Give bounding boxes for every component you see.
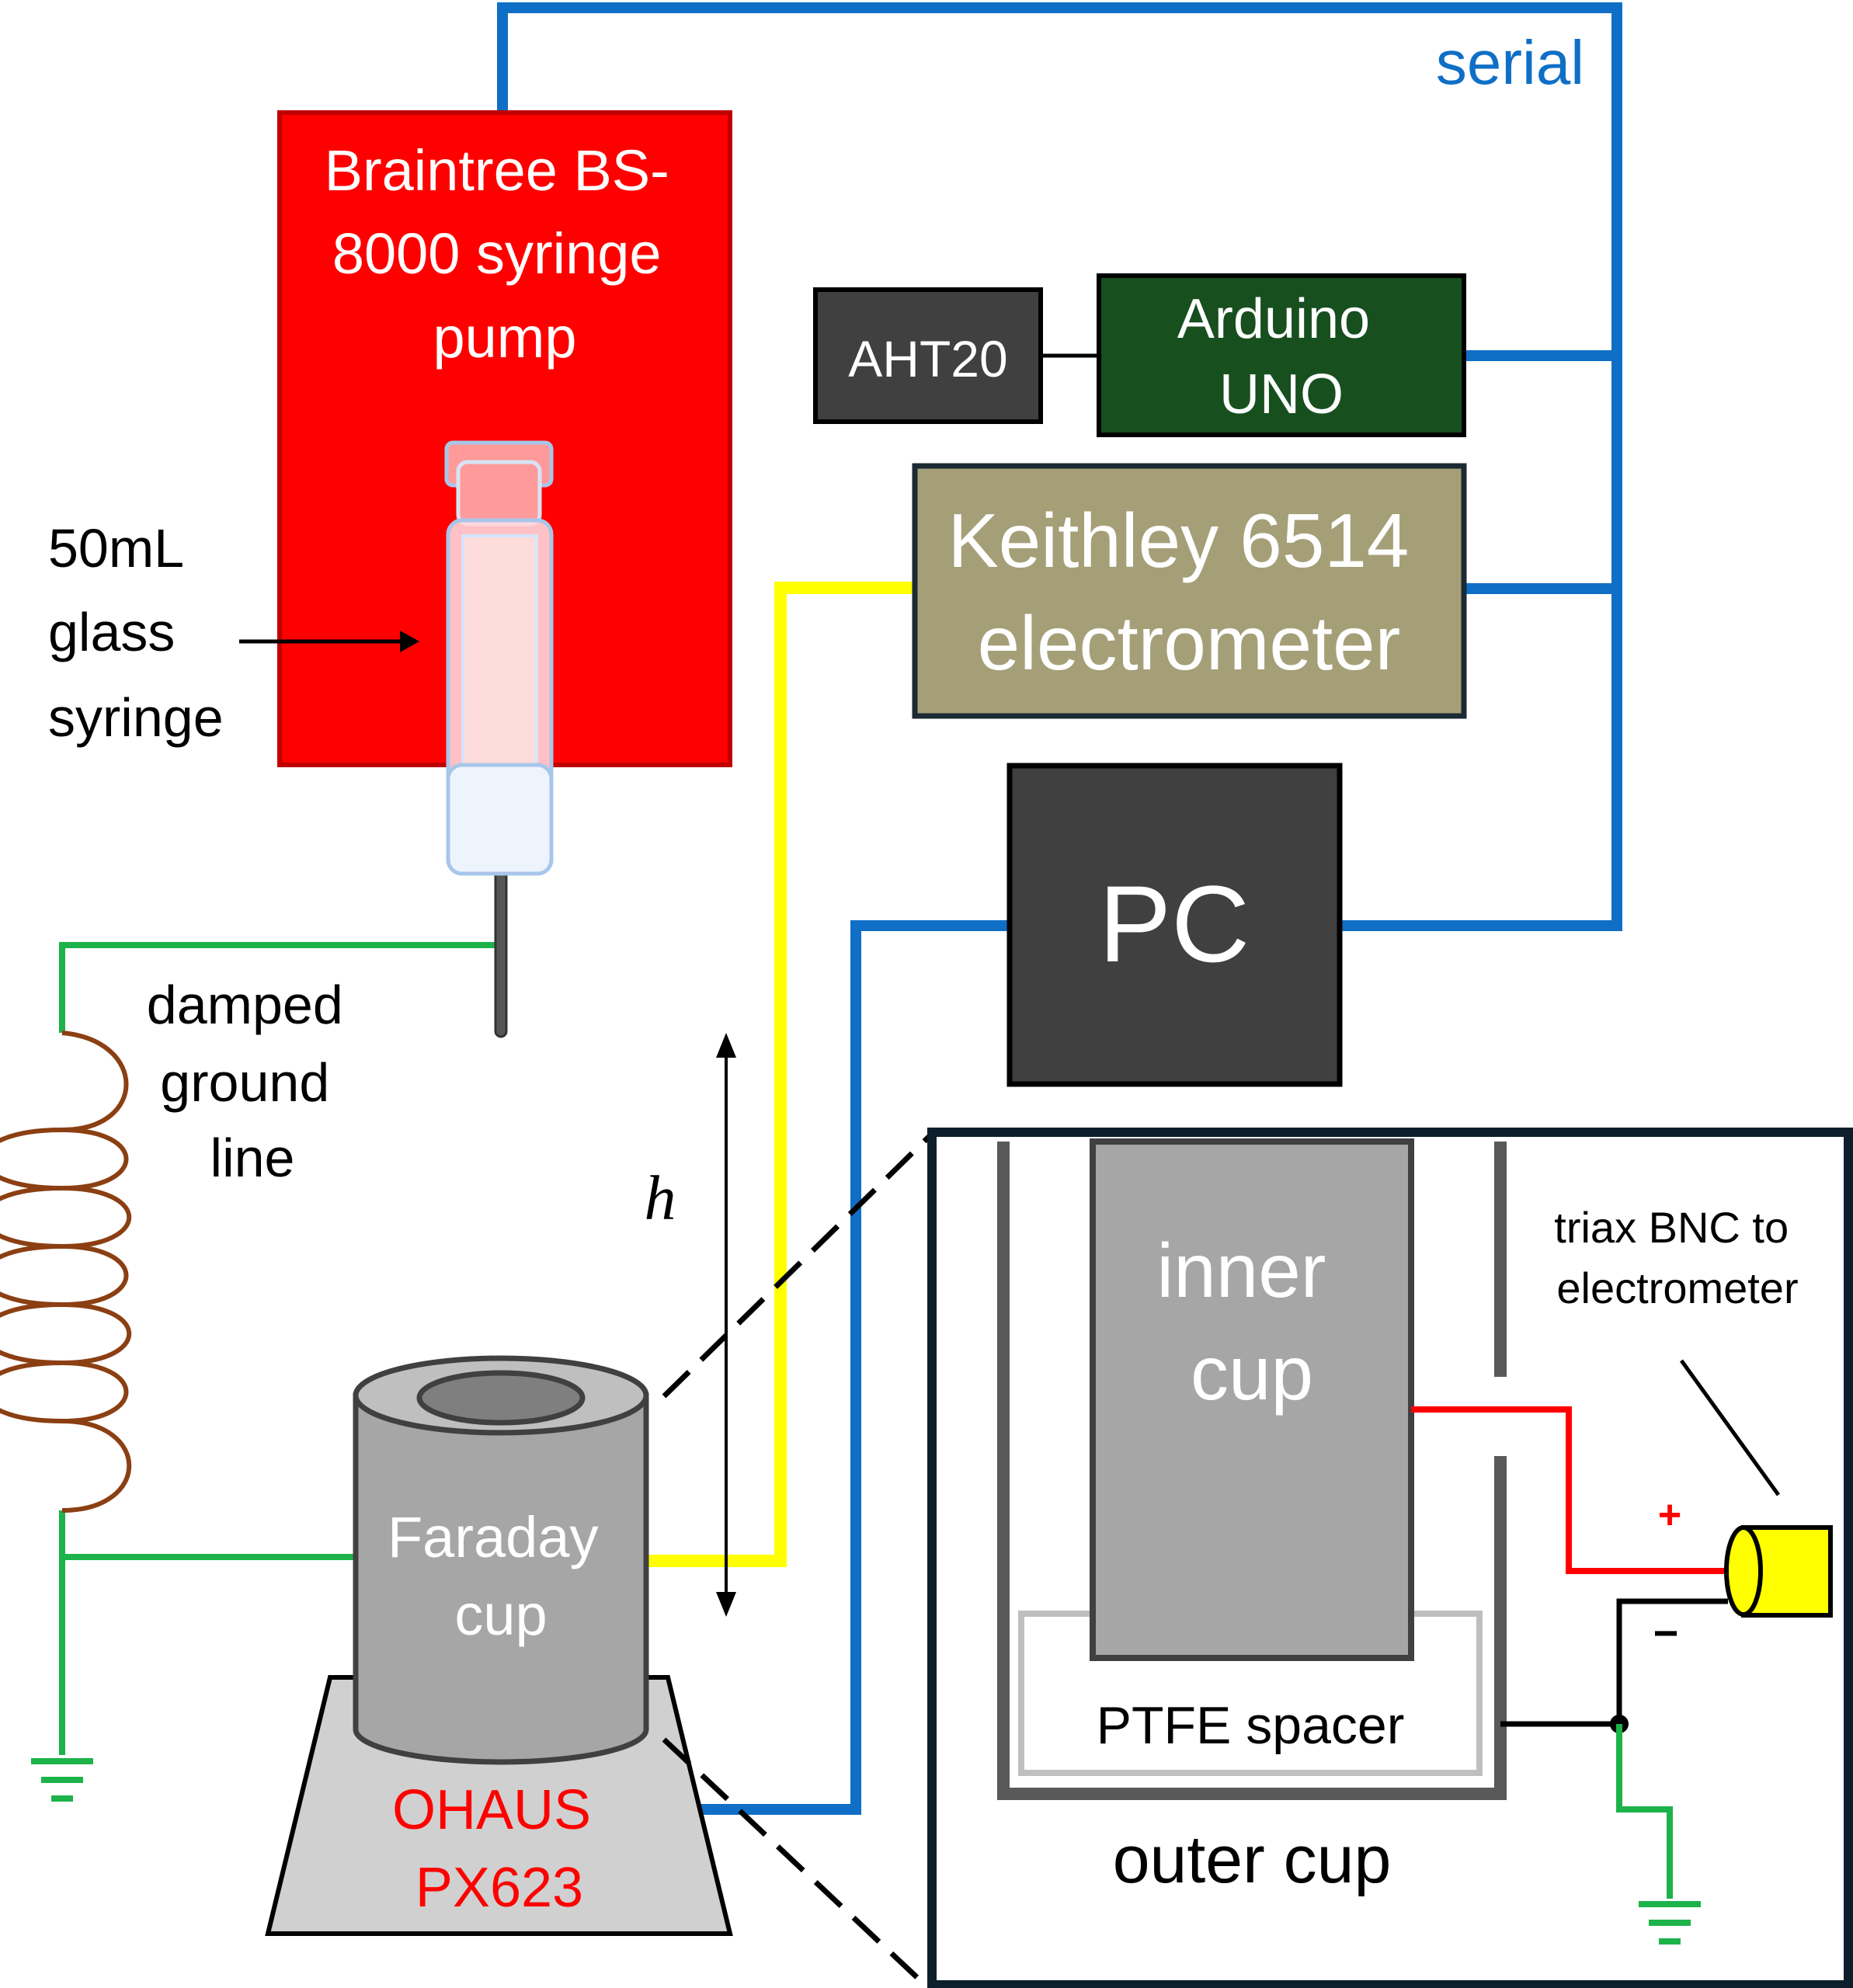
ground-line-label: damped ground line — [147, 975, 358, 1188]
outer-cup-label: outer cup — [1113, 1823, 1392, 1897]
serial-label: serial — [1436, 28, 1584, 97]
signal-wire — [648, 582, 915, 1567]
syringe-arrow — [239, 631, 419, 652]
plus-label: + — [1658, 1493, 1681, 1538]
ground-symbol-right — [1639, 1901, 1701, 1945]
triax-label: triax BNC to electrometer — [1554, 1203, 1800, 1312]
arduino-label: Arduino UNO — [1177, 288, 1385, 426]
keithley-label: Keithley 6514 electrometer — [947, 498, 1430, 686]
ground-symbol-left — [31, 1758, 93, 1802]
serial-wire-pump — [497, 2, 1622, 931]
serial-wires — [497, 2, 1622, 1815]
damped-ground-coil — [0, 1030, 132, 1513]
scale-label: OHAUS PX623 — [392, 1779, 607, 1919]
syringe-pump-label: Braintree BS- 8000 syringe pump — [325, 138, 686, 370]
keithley-electrometer — [912, 463, 1467, 719]
ptfe-spacer-label: PTFE spacer — [1097, 1696, 1405, 1755]
negative-wire-to-bnc — [1616, 1598, 1728, 1724]
arduino-box — [1097, 273, 1466, 437]
pc-label: PC — [1099, 863, 1250, 985]
inner-cup-label: inner cup — [1156, 1228, 1347, 1416]
minus-label: − — [1653, 1608, 1679, 1657]
aht20-label: AHT20 — [848, 330, 1007, 388]
glass-syringe — [444, 440, 554, 1038]
outer-cup — [997, 1142, 1507, 1800]
serial-wire-scale — [699, 920, 1010, 1815]
pc-box — [1006, 763, 1343, 1087]
positive-wire — [1411, 1406, 1728, 1574]
faraday-cup — [353, 1355, 649, 1765]
ground-wire-right — [1616, 1724, 1673, 1899]
ground-wire — [59, 942, 501, 1755]
height-arrow — [716, 1033, 736, 1617]
inner-cup — [1090, 1138, 1414, 1661]
height-label: h — [645, 1163, 676, 1233]
faraday-cup-label: Faraday cup — [388, 1505, 614, 1647]
aht20-box — [813, 287, 1043, 424]
triax-bnc-connector — [1724, 1525, 1833, 1618]
syringe-label: 50mL glass syringe — [48, 518, 224, 748]
zoom-lines — [662, 1131, 934, 1986]
triax-pointer — [1679, 1359, 1781, 1496]
